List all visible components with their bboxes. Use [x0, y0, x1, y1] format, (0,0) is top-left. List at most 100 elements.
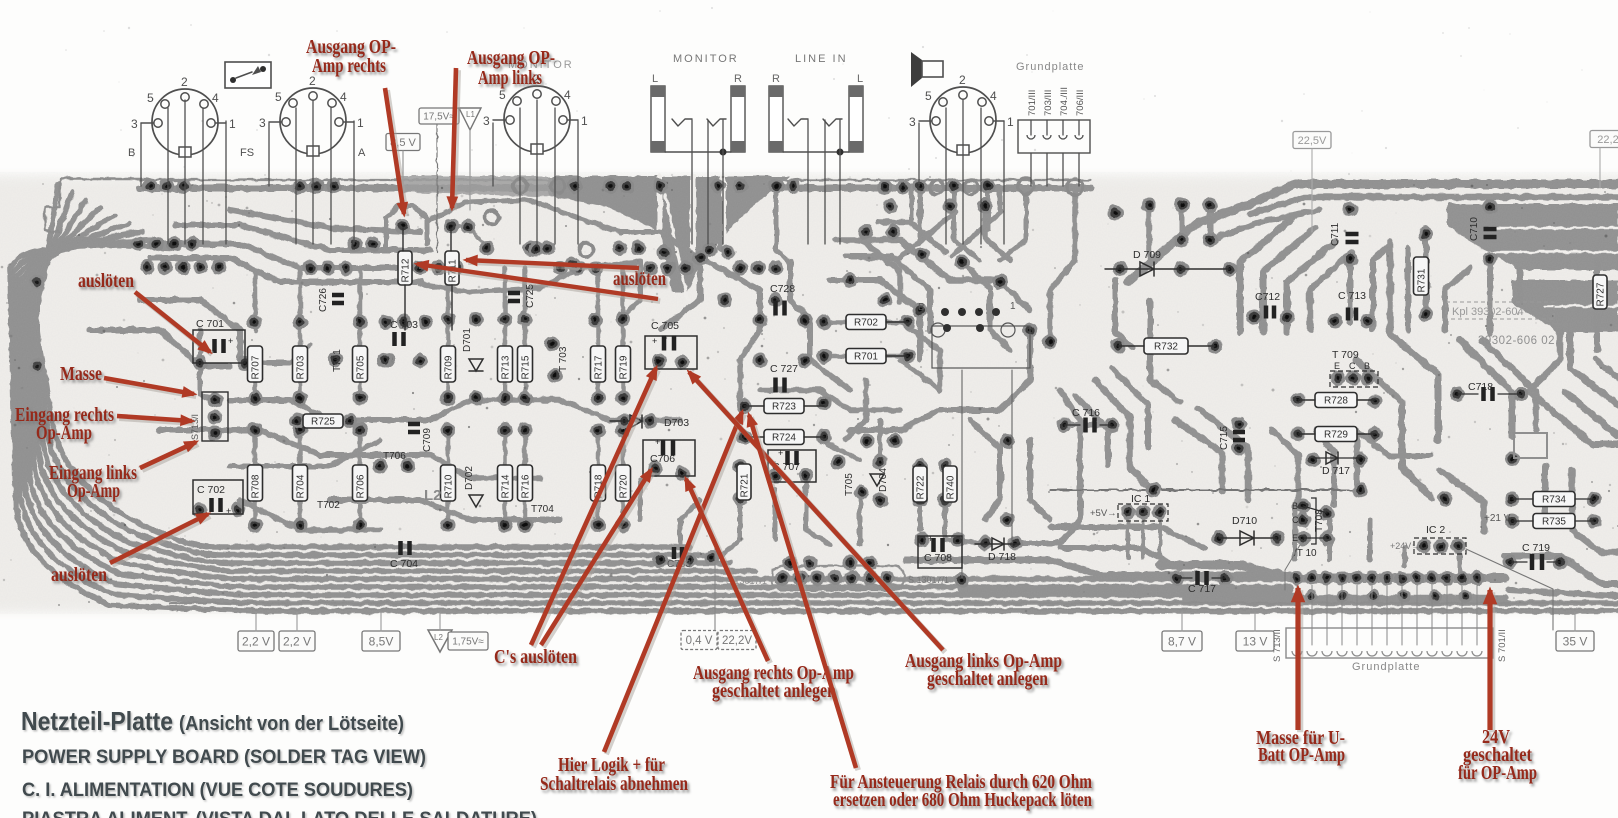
svg-text:C 717: C 717	[1188, 583, 1216, 595]
svg-text:+: +	[652, 336, 657, 346]
svg-text:D 718: D 718	[988, 551, 1016, 563]
svg-text:Ausgang rechts Op-Amp: Ausgang rechts Op-Amp	[693, 663, 854, 684]
svg-text:C: C	[1292, 515, 1299, 525]
svg-text:R708: R708	[251, 474, 262, 498]
svg-text:1: 1	[1007, 115, 1014, 129]
svg-text:13 V: 13 V	[1243, 634, 1268, 648]
svg-text:B: B	[918, 302, 925, 313]
svg-text:C 719: C 719	[1522, 542, 1550, 554]
svg-text:R715: R715	[521, 355, 532, 379]
svg-text:Amp rechts: Amp rechts	[312, 56, 386, 77]
svg-text:S 13017/1: S 13017/1	[908, 575, 949, 585]
svg-text:2: 2	[309, 74, 316, 88]
svg-text:R719: R719	[619, 355, 630, 379]
svg-text:Amp links: Amp links	[478, 68, 542, 89]
svg-text:A: A	[358, 147, 366, 159]
svg-text:1: 1	[229, 117, 236, 131]
svg-text:Ausgang OP-: Ausgang OP-	[306, 37, 396, 58]
svg-text:5: 5	[499, 88, 506, 102]
svg-text:C710: C710	[1469, 217, 1480, 241]
svg-text:T702: T702	[317, 500, 340, 511]
svg-text:2,2 V: 2,2 V	[242, 634, 270, 648]
svg-text:D701: D701	[462, 328, 473, 352]
svg-text:R729: R729	[1324, 430, 1348, 441]
svg-text:R724: R724	[772, 433, 796, 444]
svg-text:706/III: 706/III	[1075, 90, 1086, 116]
svg-text:+5V→: +5V→	[1090, 508, 1117, 519]
svg-text:+24V→: +24V→	[1390, 541, 1420, 551]
svg-text:Eingang rechts: Eingang rechts	[15, 405, 114, 426]
svg-text:B: B	[128, 147, 135, 159]
svg-text:22,5V: 22,5V	[1298, 135, 1327, 147]
svg-text:R720: R720	[619, 474, 630, 498]
svg-text:(Ansicht von der Lötseite): (Ansicht von der Lötseite)	[179, 713, 404, 735]
svg-text:R734: R734	[1542, 495, 1566, 506]
svg-text:R728: R728	[1324, 396, 1348, 407]
svg-text:geschaltet: geschaltet	[1463, 745, 1532, 766]
svg-text:S 701/II: S 701/II	[1497, 629, 1508, 662]
svg-text:+: +	[778, 448, 783, 458]
svg-text:MONITOR: MONITOR	[673, 53, 739, 65]
svg-text:auslöten: auslöten	[51, 565, 107, 586]
svg-text:L: L	[652, 73, 658, 85]
svg-text:/T 10: /T 10	[1294, 548, 1317, 559]
svg-text:ersetzen oder 680 Ohm Huckepac: ersetzen oder 680 Ohm Huckepack löten	[833, 790, 1092, 811]
svg-text:C 701: C 701	[196, 318, 224, 330]
svg-text:R716: R716	[521, 474, 532, 498]
svg-text:L2: L2	[434, 633, 443, 642]
svg-text:R712: R712	[401, 258, 412, 282]
svg-text:MONITOR: MONITOR	[508, 59, 574, 71]
svg-text:C725: C725	[525, 284, 536, 308]
svg-text:Grundplatte: Grundplatte	[1016, 61, 1084, 73]
svg-text:E: E	[1292, 533, 1298, 543]
svg-text:701/III: 701/III	[1027, 90, 1038, 116]
svg-text:C715: C715	[1219, 426, 1230, 450]
svg-text:22,2V: 22,2V	[722, 635, 752, 647]
svg-text:T701: T701	[332, 349, 343, 372]
svg-text:D 717: D 717	[1322, 465, 1350, 477]
svg-text:3: 3	[259, 116, 266, 130]
svg-text:auslöten: auslöten	[613, 269, 666, 290]
svg-text:C: C	[1349, 361, 1356, 371]
svg-text:C 704: C 704	[390, 558, 418, 570]
svg-text:R740: R740	[946, 475, 957, 499]
svg-text:R725: R725	[311, 417, 335, 428]
svg-text:2: 2	[533, 72, 540, 86]
svg-text:703/III: 703/III	[1043, 90, 1054, 116]
svg-text:Schaltrelais abnehmen: Schaltrelais abnehmen	[540, 774, 688, 795]
svg-text:B: B	[1364, 361, 1370, 371]
svg-text:R713: R713	[501, 355, 512, 379]
svg-text:R705: R705	[356, 355, 367, 379]
svg-text:1,75V≈: 1,75V≈	[452, 637, 484, 648]
svg-text:+21 V: +21 V	[1484, 513, 1511, 524]
svg-text:5: 5	[275, 90, 282, 104]
svg-text:L: L	[857, 73, 863, 85]
svg-text:R714: R714	[501, 474, 512, 498]
svg-text:R706: R706	[356, 474, 367, 498]
svg-text:geschaltet anlegen: geschaltet anlegen	[927, 669, 1048, 690]
svg-text:Ausgang OP-: Ausgang OP-	[467, 48, 555, 69]
svg-text:Op-Amp: Op-Amp	[67, 481, 120, 502]
svg-text:24V: 24V	[1482, 727, 1510, 748]
svg-text:+: +	[226, 506, 231, 516]
svg-text:R709: R709	[444, 355, 455, 379]
svg-text:C726: C726	[318, 288, 329, 312]
svg-text:1: 1	[1010, 301, 1016, 312]
svg-text:C 703: C 703	[390, 319, 418, 331]
svg-text:S 13017/1: S 13017/1	[726, 576, 767, 586]
svg-text:C712: C712	[1255, 291, 1280, 303]
svg-text:S713/I: S713/I	[190, 414, 200, 440]
svg-text:IC 1: IC 1	[1131, 493, 1150, 505]
svg-text:T 703: T 703	[558, 346, 569, 372]
svg-text:C 702: C 702	[197, 484, 225, 496]
svg-text:R718: R718	[594, 474, 605, 498]
svg-text:Für Ansteuerung Relais durch 6: Für Ansteuerung Relais durch 620 Ohm	[830, 772, 1092, 793]
svg-text:T705: T705	[844, 473, 855, 496]
svg-text:T708: T708	[1314, 509, 1325, 532]
svg-text:3: 3	[131, 117, 138, 131]
svg-text:2: 2	[959, 73, 966, 87]
svg-text:Netzteil-Platte: Netzteil-Platte	[21, 706, 173, 736]
svg-text:R731: R731	[1417, 268, 1428, 292]
svg-text:R717: R717	[594, 355, 605, 379]
svg-text:2: 2	[181, 75, 188, 89]
